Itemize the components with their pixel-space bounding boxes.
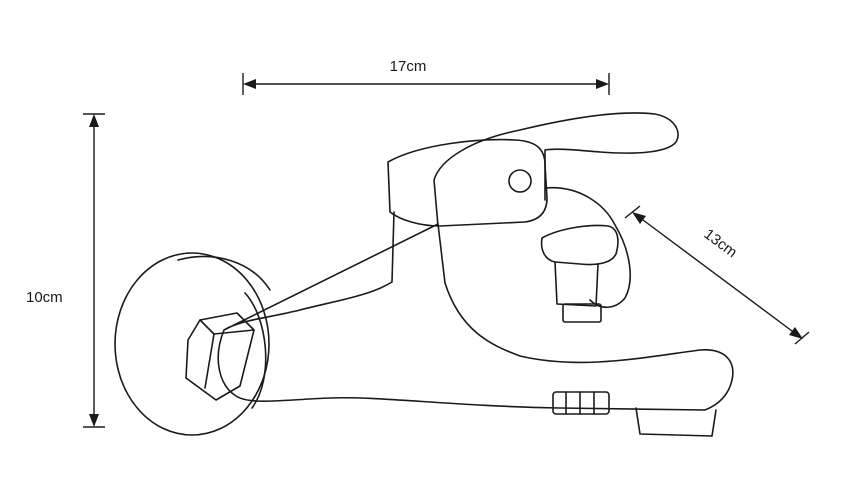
depth-arrow-bottom [789, 327, 803, 339]
width-arrow-right [596, 79, 609, 89]
height-dimension: 10cm [26, 113, 105, 428]
height-arrow-top [89, 114, 99, 127]
faucet-drawing [114, 112, 734, 437]
height-arrow-bottom [89, 414, 99, 427]
spout-lip [635, 407, 717, 437]
width-label: 17cm [390, 58, 427, 75]
thread-connector [552, 391, 610, 415]
width-arrow-left [243, 79, 256, 89]
height-label: 10cm [26, 289, 63, 306]
lever-pivot-hole [508, 169, 532, 193]
lever-handle [433, 112, 679, 227]
diverter-knob [540, 186, 631, 323]
hex-nut [185, 312, 255, 401]
cartridge-housing [387, 138, 548, 227]
wall-flange [114, 252, 271, 436]
faucet-body [217, 211, 734, 411]
width-dimension: 17cm [242, 58, 610, 95]
depth-dimension: 13cm [624, 205, 810, 345]
depth-label: 13cm [701, 226, 741, 262]
depth-arrow-top [632, 212, 646, 224]
